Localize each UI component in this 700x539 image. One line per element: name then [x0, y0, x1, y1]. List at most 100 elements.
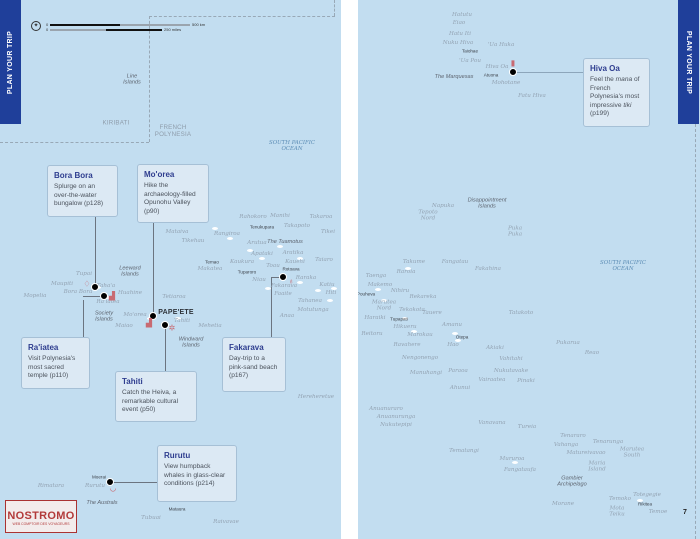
- location-dot: [149, 312, 157, 320]
- island-group-label: Windward Islands: [178, 336, 204, 349]
- island-label: Fakarava: [270, 282, 298, 289]
- island-label: Tikei: [320, 228, 336, 235]
- island-label: Anaa: [279, 312, 295, 319]
- town-label: Rikitea: [637, 501, 653, 507]
- island-label: Nuku Hiva: [442, 39, 474, 46]
- town-label: Moerai: [91, 474, 107, 480]
- island-label: Tureia: [517, 423, 537, 430]
- island-label: Mohotane: [491, 79, 521, 86]
- town-label: Temao: [205, 259, 219, 265]
- callout-title: Fakarava: [229, 343, 264, 352]
- desc-text: Feel the: [590, 76, 616, 83]
- town-label: Otepa: [455, 334, 469, 340]
- island-group-label: Gambier Archipelago: [557, 475, 587, 488]
- island-label: Eiao: [452, 19, 466, 26]
- island-label: Tepoto Nord: [418, 209, 438, 222]
- island-label: Totegegie: [633, 491, 661, 498]
- island-label: Mehetia: [198, 322, 222, 329]
- island-label: Raivavae: [213, 518, 239, 525]
- town-label: Taiohae: [461, 48, 479, 54]
- callout-raiatea: Ra'iatea Visit Polynesia's most sacred t…: [21, 337, 90, 389]
- island-label: Tekokota: [399, 306, 425, 313]
- tab-label: PLAN YOUR TRIP: [685, 30, 692, 94]
- island-label: Temoe: [648, 508, 668, 515]
- island-label: Kauehi: [285, 258, 305, 265]
- callout-title: Tahiti: [122, 377, 143, 386]
- island-label: Huahine: [117, 289, 143, 296]
- island-label: Tahanea: [298, 297, 322, 304]
- island-label: Fangataufa: [504, 466, 536, 473]
- island-label: Arutua: [247, 239, 267, 246]
- location-dot: [509, 68, 517, 76]
- island-label: Hatu Iti: [448, 30, 472, 37]
- island-label: Tatakoto: [508, 309, 534, 316]
- island-label: Pukarua: [556, 339, 580, 346]
- callout-title: Bora Bora: [54, 171, 93, 180]
- island-label: Pinaki: [517, 377, 535, 384]
- island-label: Faaite: [274, 290, 292, 297]
- whale-icon: ◡: [109, 483, 117, 493]
- island-label: Takume: [402, 258, 426, 265]
- scale-zero: 0: [46, 27, 49, 32]
- island-label: Makemo: [367, 281, 393, 288]
- island-label: Taiaro: [315, 256, 333, 263]
- island-shape: [405, 267, 411, 270]
- island-label: Rimatara: [37, 482, 65, 489]
- island-shape: [512, 461, 518, 464]
- island-label: Tahiti: [173, 317, 191, 324]
- island-label: Manuhangi: [409, 369, 443, 376]
- island-label: Tupai: [75, 270, 93, 277]
- island-label: Taha'a: [96, 282, 116, 289]
- island-label: Makatea: [197, 265, 223, 272]
- island-label: Vairaatea: [478, 376, 506, 383]
- desc-emphasis: tiki: [623, 101, 632, 109]
- town-label: Tenukupara: [249, 224, 275, 230]
- island-shape: [212, 227, 218, 230]
- island-label: Tetiaroa: [162, 293, 186, 300]
- island-label: 'Ua Pou: [459, 57, 481, 64]
- island-label: Tenarunga: [592, 438, 624, 445]
- island-label: Rangiroa: [213, 230, 241, 237]
- connector-line: [83, 296, 104, 297]
- island-shape: [327, 299, 333, 302]
- island-group-label: Leeward Islands: [119, 265, 141, 278]
- location-dot: [106, 478, 114, 486]
- callout-desc: Hike the archaeology-filled Opunohu Vall…: [144, 182, 196, 215]
- island-shape: [455, 339, 461, 342]
- island-label: Ahunui: [449, 384, 471, 391]
- island-shape: [105, 296, 111, 299]
- callout-title: Ra'iatea: [28, 343, 59, 352]
- island-label: Amanu: [442, 321, 462, 328]
- island-shape: [265, 287, 271, 290]
- island-label: Manihi: [270, 212, 290, 219]
- logo-name: NOSTROMO: [7, 510, 75, 522]
- plan-your-trip-tab: PLAN YOUR TRIP: [678, 0, 699, 124]
- island-shape: [452, 332, 458, 335]
- callout-desc: Day-trip to a pink-sand beach (p167): [229, 355, 278, 380]
- tiki-icon: ▮: [510, 58, 516, 68]
- border-line: [149, 16, 150, 142]
- island-label: Mataiva: [165, 228, 189, 235]
- town-label: Pouheva: [358, 291, 376, 297]
- callout-desc: Catch the Heiva, a remarkable cultural e…: [122, 389, 179, 414]
- tab-label: PLAN YOUR TRIP: [7, 30, 14, 94]
- callout-desc: Visit Polynesia's most sacred temple (p1…: [28, 355, 76, 380]
- callout-title: Hiva Oa: [590, 64, 620, 73]
- festival-icon: ✲: [168, 323, 176, 333]
- location-dot: [91, 283, 99, 291]
- island-label: Anuanuraro: [369, 405, 403, 412]
- island-label: Ravahere: [393, 341, 421, 348]
- connector-line: [513, 72, 583, 73]
- ocean-label: SOUTH PACIFIC OCEAN: [269, 139, 315, 152]
- ocean-label: SOUTH PACIFIC OCEAN: [600, 259, 646, 272]
- map-page-left: PLAN YOUR TRIP ✦ 0 500 km 0 250 miles KI…: [0, 0, 341, 539]
- connector-line: [165, 325, 166, 371]
- island-label: Motutunga: [297, 306, 329, 313]
- island-shape: [227, 237, 233, 240]
- connector-line: [110, 482, 157, 483]
- island-shape: [637, 499, 643, 502]
- island-label: Raraka: [295, 274, 317, 281]
- country-label: FRENCH POLYNESIA: [154, 123, 192, 138]
- callout-hiva-oa: Hiva Oa Feel the mana of French Polynesi…: [583, 58, 650, 127]
- island-group-label: The Australs: [86, 499, 118, 506]
